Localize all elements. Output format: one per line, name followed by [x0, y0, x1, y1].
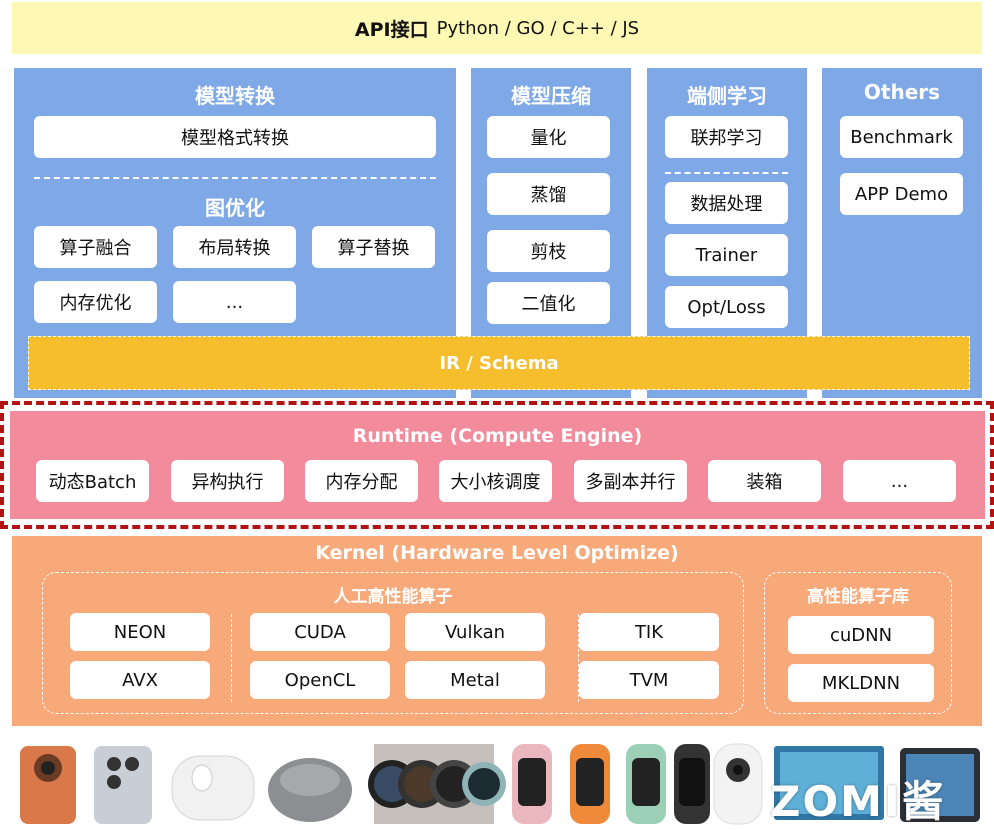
tvm-box: TVM — [579, 661, 719, 699]
binarization-box: 二值化 — [487, 282, 610, 324]
op-fusion-box: 算子融合 — [34, 226, 157, 268]
heterogeneous-exec-box: 异构执行 — [171, 460, 284, 502]
big-little-core-scheduling-box: 大小核调度 — [439, 460, 552, 502]
logo: ZOMI酱 — [770, 768, 946, 829]
phone-image — [20, 746, 76, 824]
data-processing-box: 数据处理 — [665, 182, 788, 224]
runtime-panel: Runtime (Compute Engine) 动态Batch 异构执行 内存… — [10, 411, 985, 519]
ir-schema-bar: IR / Schema — [28, 336, 970, 390]
smartwatch-image — [368, 744, 506, 824]
cudnn-box: cuDNN — [788, 616, 934, 654]
opencl-box: OpenCL — [250, 661, 390, 699]
fitness-band-image — [512, 744, 710, 824]
others-title: Others — [822, 80, 982, 104]
kernel-panel: Kernel (Hardware Level Optimize) 人工高性能算子… — [12, 536, 982, 726]
earbuds-case-image — [268, 758, 352, 822]
federated-learning-box: 联邦学习 — [665, 116, 788, 158]
api-bar: API接口 Python / GO / C++ / JS — [12, 2, 982, 54]
model-compression-title: 模型压缩 — [471, 80, 631, 109]
operator-library-title: 高性能算子库 — [764, 582, 952, 607]
pruning-box: 剪枝 — [487, 230, 610, 272]
runtime-title: Runtime (Compute Engine) — [10, 425, 985, 447]
avx-box: AVX — [70, 661, 210, 699]
model-conversion-title: 模型转换 — [14, 80, 456, 109]
phone-image — [94, 746, 152, 824]
neon-box: NEON — [70, 613, 210, 651]
distillation-box: 蒸馏 — [487, 173, 610, 215]
dynamic-batch-box: 动态Batch — [36, 460, 149, 502]
op-replace-box: 算子替换 — [312, 226, 435, 268]
trainer-box: Trainer — [665, 234, 788, 276]
cuda-box: CUDA — [250, 613, 390, 651]
opt-loss-box: Opt/Loss — [665, 286, 788, 328]
metal-box: Metal — [405, 661, 545, 699]
boxing-box: 装箱 — [708, 460, 821, 502]
model-format-conversion-box: 模型格式转换 — [34, 116, 436, 158]
divider — [665, 172, 788, 174]
tik-box: TIK — [579, 613, 719, 651]
ellipsis-box: ... — [843, 460, 956, 502]
vulkan-box: Vulkan — [405, 613, 545, 651]
earbuds-case-image — [172, 756, 254, 820]
mkldnn-box: MKLDNN — [788, 664, 934, 702]
benchmark-box: Benchmark — [840, 116, 963, 158]
quantization-box: 量化 — [487, 116, 610, 158]
ellipsis-box: ... — [173, 281, 296, 323]
kernel-title: Kernel (Hardware Level Optimize) — [12, 542, 982, 564]
api-label: API接口 — [355, 15, 429, 42]
graph-optimization-title: 图优化 — [14, 192, 456, 221]
memory-optimization-box: 内存优化 — [34, 281, 157, 323]
divider — [231, 614, 232, 702]
manual-operators-title: 人工高性能算子 — [42, 582, 744, 607]
layout-transform-box: 布局转换 — [173, 226, 296, 268]
divider — [34, 177, 436, 179]
camera-image — [714, 744, 762, 824]
api-languages: Python / GO / C++ / JS — [437, 18, 640, 39]
app-demo-box: APP Demo — [840, 173, 963, 215]
memory-allocation-box: 内存分配 — [305, 460, 418, 502]
multi-replica-parallel-box: 多副本并行 — [574, 460, 687, 502]
on-device-learning-title: 端侧学习 — [647, 80, 807, 109]
logo-text: ZOMI酱 — [770, 777, 946, 826]
